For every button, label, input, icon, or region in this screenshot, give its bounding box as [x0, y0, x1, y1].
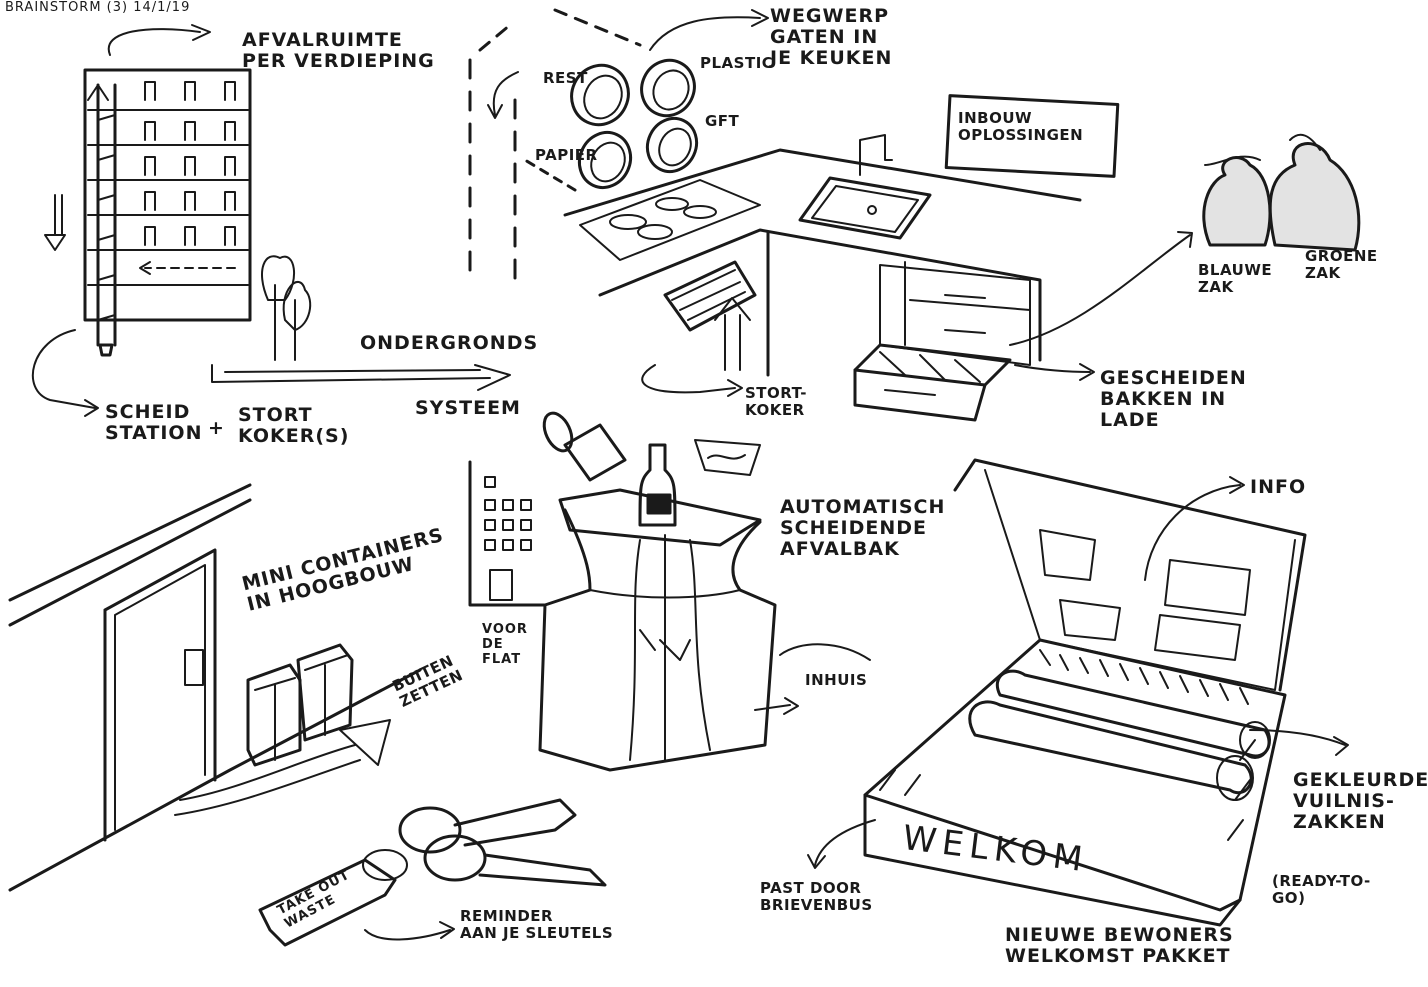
automatic-bin [539, 409, 775, 770]
label-ready-to-go: (READY-TO- GO) [1272, 873, 1371, 907]
label-reminder: REMINDER AAN JE SLEUTELS [460, 908, 613, 942]
label-inhuis: INHUIS [805, 672, 867, 689]
arrow-inhuis [755, 705, 790, 710]
arrow-gescheiden [1015, 365, 1090, 372]
apartment-building [45, 70, 250, 355]
arrow-reminder [365, 930, 450, 939]
label-systeem: SYSTEEM [415, 398, 521, 419]
label-rest: REST [543, 70, 588, 87]
label-scheid-station: SCHEID STATION [105, 402, 202, 444]
label-groene-zak: GROENE ZAK [1305, 248, 1378, 282]
label-voor-de-flat: VOOR DE FLAT [482, 622, 528, 667]
arrow-bags [1010, 235, 1190, 345]
label-stortkoker: STORT- KOKER [745, 385, 807, 419]
trees [262, 256, 310, 360]
arrow-wegwerp [650, 17, 760, 50]
label-gft: GFT [705, 113, 739, 130]
label-stort-koker: STORT KOKER(S) [238, 405, 349, 447]
ondergronds-line [212, 365, 490, 382]
label-plastic: PLASTIC [700, 55, 773, 72]
kitchen-counter [565, 135, 1080, 420]
label-ondergronds: ONDERGRONDS [360, 333, 538, 354]
corner-note: BRAINSTORM (3) 14/1/19 [5, 0, 190, 15]
label-info: INFO [1250, 477, 1306, 498]
flat-building-small [470, 462, 545, 605]
label-blauwe-zak: BLAUWE ZAK [1198, 262, 1272, 296]
label-plus: + [208, 418, 225, 439]
label-gescheiden: GESCHEIDEN BAKKEN IN LADE [1100, 368, 1247, 431]
label-past-door: PAST DOOR BRIEVENBUS [760, 880, 873, 914]
arrow-info [1145, 485, 1240, 580]
label-inbouw: INBOUW OPLOSSINGEN [958, 110, 1083, 144]
arrow-gekleurde [1250, 730, 1345, 745]
arrow-afvalruimte [109, 29, 200, 55]
arrow-scheid [33, 330, 95, 408]
label-gekleurde: GEKLEURDE VUILNIS- ZAKKEN [1293, 770, 1428, 833]
label-papier: PAPIER [535, 147, 598, 164]
label-nieuwe-bewoners: NIEUWE BEWONERS WELKOMST PAKKET [1005, 925, 1234, 967]
label-automatisch: AUTOMATISCH SCHEIDENDE AFVALBAK [780, 497, 945, 560]
garbage-bags [1204, 135, 1359, 250]
label-wegwerp: WEGWERP GATEN IN JE KEUKEN [770, 6, 892, 69]
label-afvalruimte: AFVALRUIMTE PER VERDIEPING [242, 30, 435, 72]
